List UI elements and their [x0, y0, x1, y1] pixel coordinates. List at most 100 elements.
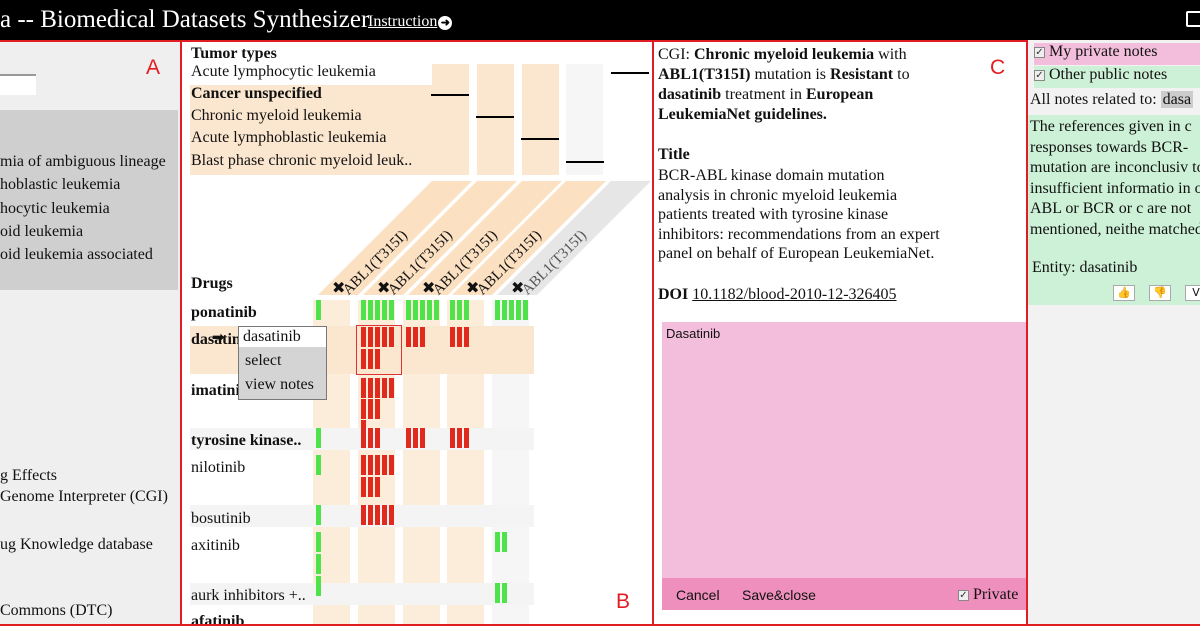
- x-mark-icon[interactable]: ✖: [511, 278, 525, 297]
- resistant-evidence-bar[interactable]: [361, 399, 366, 419]
- resistant-evidence-bar[interactable]: [361, 327, 366, 347]
- sensitive-evidence-bar[interactable]: [495, 583, 500, 603]
- resistant-evidence-bar[interactable]: [420, 327, 425, 347]
- public-notes-checkbox[interactable]: ✓: [1034, 70, 1045, 81]
- tumor-type-item[interactable]: oid leukemia associated: [0, 246, 153, 263]
- sensitive-evidence-bar[interactable]: [420, 300, 425, 320]
- sensitive-evidence-bar[interactable]: [375, 300, 380, 320]
- tumor-type-row[interactable]: Acute lymphoblastic leukemia: [191, 129, 387, 146]
- resistant-evidence-bar[interactable]: [375, 428, 380, 448]
- source-item[interactable]: Commons (DTC): [0, 602, 113, 619]
- drug-row[interactable]: imatinib: [191, 382, 249, 399]
- sensitive-evidence-bar[interactable]: [316, 505, 321, 525]
- sensitive-evidence-bar[interactable]: [434, 300, 439, 320]
- drug-row[interactable]: ponatinib: [191, 304, 257, 321]
- cancel-button[interactable]: Cancel: [676, 587, 720, 603]
- sensitive-evidence-bar[interactable]: [450, 300, 455, 320]
- sensitive-evidence-bar[interactable]: [406, 300, 411, 320]
- resistant-evidence-bar[interactable]: [406, 428, 411, 448]
- tumor-type-row[interactable]: Cancer unspecified: [191, 85, 322, 102]
- sensitive-evidence-bar[interactable]: [316, 300, 321, 320]
- resistant-evidence-bar[interactable]: [389, 505, 394, 525]
- x-mark-icon[interactable]: ✖: [332, 278, 346, 297]
- resistant-evidence-bar[interactable]: [375, 399, 380, 419]
- selected-cell[interactable]: [356, 325, 402, 375]
- tumor-type-item[interactable]: hocytic leukemia: [0, 200, 110, 217]
- x-mark-icon[interactable]: ✖: [466, 278, 480, 297]
- sensitive-evidence-bar[interactable]: [316, 532, 321, 552]
- sensitive-evidence-bar[interactable]: [368, 300, 373, 320]
- filter-search-input[interactable]: [0, 74, 36, 95]
- resistant-evidence-bar[interactable]: [382, 378, 387, 398]
- sensitive-evidence-bar[interactable]: [316, 455, 321, 475]
- doi-link[interactable]: 10.1182/blood-2010-12-326405: [692, 286, 897, 303]
- more-icon[interactable]: V: [1185, 285, 1200, 301]
- source-item[interactable]: Genome Interpreter (CGI): [0, 488, 168, 505]
- sensitive-evidence-bar[interactable]: [464, 300, 469, 320]
- private-toggle[interactable]: ✓Private: [958, 586, 1018, 604]
- drug-row[interactable]: afatinib: [191, 613, 245, 626]
- resistant-evidence-bar[interactable]: [368, 349, 373, 369]
- resistant-evidence-bar[interactable]: [389, 455, 394, 475]
- tumor-type-item[interactable]: mia of ambiguous lineage: [0, 153, 166, 170]
- resistant-evidence-bar[interactable]: [361, 455, 366, 475]
- resistant-evidence-bar[interactable]: [413, 327, 418, 347]
- sensitive-evidence-bar[interactable]: [316, 554, 321, 574]
- sensitive-evidence-bar[interactable]: [427, 300, 432, 320]
- thumbs-down-icon[interactable]: 👎: [1149, 285, 1171, 301]
- resistant-evidence-bar[interactable]: [361, 378, 366, 398]
- resistant-evidence-bar[interactable]: [406, 327, 411, 347]
- public-notes-toggle[interactable]: ✓Other public notes: [1034, 66, 1200, 88]
- resistant-evidence-bar[interactable]: [464, 327, 469, 347]
- resistant-evidence-bar[interactable]: [375, 455, 380, 475]
- resistant-evidence-bar[interactable]: [457, 327, 462, 347]
- drug-row[interactable]: nilotinib: [191, 459, 246, 476]
- resistant-evidence-bar[interactable]: [413, 428, 418, 448]
- related-entity[interactable]: dasa: [1160, 91, 1194, 108]
- resistant-evidence-bar[interactable]: [450, 428, 455, 448]
- sensitive-evidence-bar[interactable]: [523, 300, 528, 320]
- resistant-evidence-bar[interactable]: [382, 505, 387, 525]
- sensitive-evidence-bar[interactable]: [516, 300, 521, 320]
- x-mark-icon[interactable]: ✖: [422, 278, 436, 297]
- resistant-evidence-bar[interactable]: [368, 378, 373, 398]
- resistant-evidence-bar[interactable]: [375, 505, 380, 525]
- x-mark-icon[interactable]: ✖: [377, 278, 391, 297]
- tumor-type-row[interactable]: Blast phase chronic myeloid leuk..: [191, 152, 413, 169]
- sensitive-evidence-bar[interactable]: [389, 300, 394, 320]
- resistant-evidence-bar[interactable]: [450, 327, 455, 347]
- resistant-evidence-bar[interactable]: [420, 428, 425, 448]
- context-menu-view-notes[interactable]: view notes: [245, 376, 314, 393]
- private-notes-toggle[interactable]: ✓My private notes: [1034, 43, 1200, 65]
- resistant-evidence-bar[interactable]: [457, 428, 462, 448]
- sensitive-evidence-bar[interactable]: [361, 300, 366, 320]
- resistant-evidence-bar[interactable]: [368, 399, 373, 419]
- resistant-evidence-bar[interactable]: [375, 477, 380, 497]
- tumor-type-item[interactable]: oid leukemia: [0, 223, 84, 240]
- sensitive-evidence-bar[interactable]: [502, 532, 507, 552]
- resistant-evidence-bar[interactable]: [375, 327, 380, 347]
- thumbs-up-icon[interactable]: 👍: [1113, 285, 1135, 301]
- resistant-evidence-bar[interactable]: [382, 327, 387, 347]
- private-notes-checkbox[interactable]: ✓: [1034, 47, 1045, 58]
- resistant-evidence-bar[interactable]: [361, 428, 366, 448]
- tumor-type-item[interactable]: hoblastic leukemia: [0, 176, 121, 193]
- context-menu-select[interactable]: select: [245, 352, 282, 369]
- sensitive-evidence-bar[interactable]: [457, 300, 462, 320]
- note-text-area[interactable]: Dasatinib: [666, 326, 721, 341]
- private-checkbox[interactable]: ✓: [958, 590, 969, 601]
- resistant-evidence-bar[interactable]: [375, 378, 380, 398]
- drug-row[interactable]: bosutinib: [191, 510, 251, 527]
- external-link-icon[interactable]: [1186, 11, 1200, 27]
- sensitive-evidence-bar[interactable]: [502, 300, 507, 320]
- resistant-evidence-bar[interactable]: [368, 477, 373, 497]
- sensitive-evidence-bar[interactable]: [495, 300, 500, 320]
- instruction-link[interactable]: Instruction➜: [368, 13, 453, 31]
- note-editor[interactable]: Dasatinib: [662, 322, 1026, 610]
- sensitive-evidence-bar[interactable]: [509, 300, 514, 320]
- resistant-evidence-bar[interactable]: [361, 349, 366, 369]
- source-item[interactable]: ug Knowledge database: [0, 536, 153, 553]
- resistant-evidence-bar[interactable]: [382, 455, 387, 475]
- resistant-evidence-bar[interactable]: [361, 477, 366, 497]
- tumor-type-row[interactable]: Acute lymphocytic leukemia: [191, 63, 376, 80]
